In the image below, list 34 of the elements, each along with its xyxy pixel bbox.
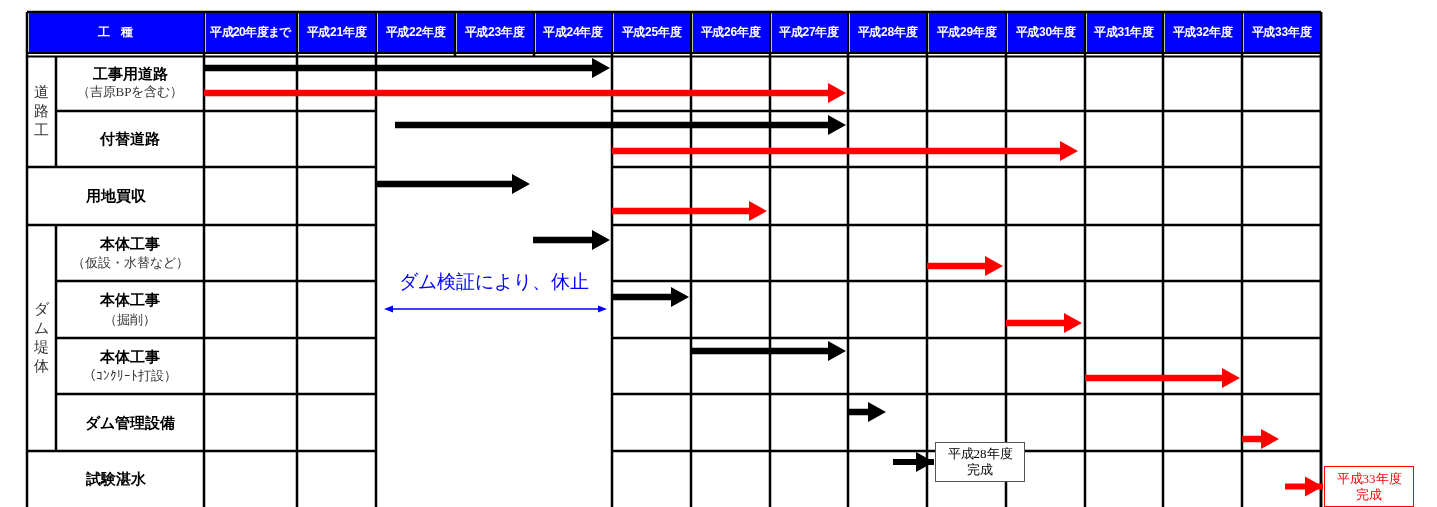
row-note: （吉原BPを含む） (75, 84, 185, 100)
completion-box: 平成33年度完成 (1324, 466, 1414, 507)
suspension-note: ダム検証により、休止 (398, 270, 590, 294)
row-note: （仮設・水替など） (70, 255, 190, 271)
column-header: 工 種 (28, 13, 203, 52)
column-header: 平成30年度 (1007, 13, 1084, 52)
column-header: 平成32年度 (1164, 13, 1241, 52)
column-header: 平成22年度 (377, 13, 454, 52)
column-header: 平成33年度 (1243, 13, 1320, 52)
row-note: （掘削） (103, 312, 157, 328)
row-label: 工事用道路 (91, 65, 169, 83)
row-label: 用地買収 (84, 187, 147, 205)
column-header: 平成25年度 (613, 13, 690, 52)
column-header: 平成27年度 (771, 13, 847, 52)
column-header: 平成26年度 (692, 13, 769, 52)
row-label: 本体工事 (99, 235, 161, 253)
column-header: 平成21年度 (298, 13, 375, 52)
group-label: ダム堤体 (33, 300, 49, 376)
column-header: 平成29年度 (928, 13, 1005, 52)
column-header: 平成23年度 (456, 13, 533, 52)
column-header: 平成20年度まで (205, 13, 296, 52)
row-label: 試験湛水 (84, 470, 147, 488)
row-label: 本体工事 (99, 348, 161, 366)
column-header: 平成31年度 (1086, 13, 1162, 52)
row-label: 本体工事 (99, 291, 161, 309)
arrow (893, 452, 934, 472)
arrow (1285, 476, 1323, 497)
column-header: 平成24年度 (535, 13, 611, 52)
row-label: 付替道路 (98, 130, 161, 148)
row-label: ダム管理設備 (84, 414, 176, 432)
group-label: 道路工 (33, 82, 49, 140)
column-header: 平成28年度 (849, 13, 926, 52)
row-note: （ｺﾝｸﾘｰﾄ打設） (82, 368, 178, 384)
completion-box: 平成28年度完成 (935, 442, 1025, 482)
